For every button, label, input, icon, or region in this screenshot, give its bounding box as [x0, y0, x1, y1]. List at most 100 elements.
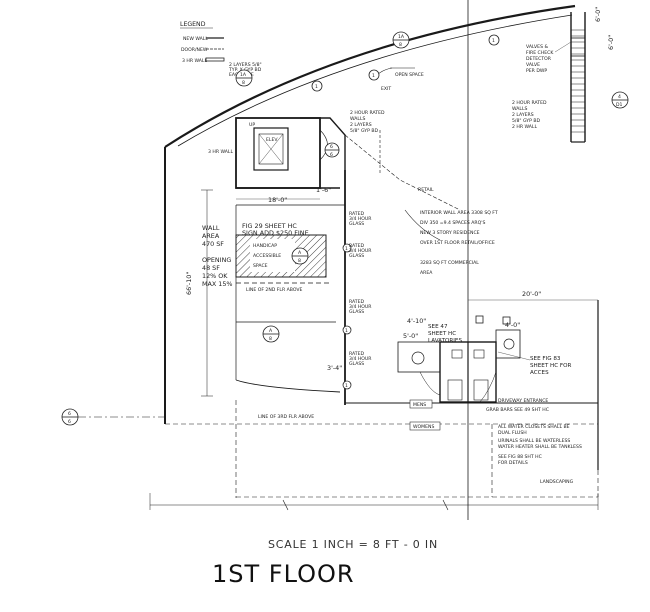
svg-text:LANDSCAPING: LANDSCAPING — [540, 479, 574, 485]
svg-text:1: 1 — [345, 328, 348, 334]
svg-text:DRIVEWAY ENTRANCE: DRIVEWAY ENTRANCE — [498, 398, 548, 404]
svg-text:VALVE: VALVE — [526, 62, 540, 68]
svg-text:D1: D1 — [616, 102, 623, 108]
svg-text:GRAB BARS SEE 49 SHT HC: GRAB BARS SEE 49 SHT HC — [486, 407, 549, 413]
svg-text:OPEN SPACE: OPEN SPACE — [395, 72, 424, 78]
annotations: VALVES & FIRE CHECK DETECTOR VALVE PER D… — [202, 41, 582, 485]
svg-text:4'-10": 4'-10" — [407, 317, 426, 325]
svg-text:SHEET HC: SHEET HC — [428, 331, 456, 337]
svg-text:PER DWP: PER DWP — [526, 68, 547, 74]
svg-text:1: 1 — [372, 73, 375, 79]
svg-text:6'-0": 6'-0" — [607, 35, 615, 50]
svg-text:GLASS: GLASS — [349, 309, 364, 315]
svg-text:OVER 1ST FLOOR RETAIL/OFFICE: OVER 1ST FLOOR RETAIL/OFFICE — [420, 240, 495, 246]
svg-text:3/4 HOUR: 3/4 HOUR — [349, 248, 372, 254]
svg-text:SEE 47: SEE 47 — [428, 324, 448, 330]
svg-text:4'-0": 4'-0" — [505, 321, 520, 329]
svg-text:A: A — [269, 328, 273, 334]
svg-text:8: 8 — [399, 42, 402, 48]
door-marker-2: 1 — [368, 69, 380, 81]
svg-text:3/4 HOUR: 3/4 HOUR — [349, 304, 372, 310]
svg-text:GLASS: GLASS — [349, 253, 364, 259]
svg-text:LAVATORIES: LAVATORIES — [428, 338, 462, 344]
svg-text:2 HOUR RATED: 2 HOUR RATED — [350, 110, 385, 116]
callout-markers: 1A 8 1A 8 4 D1 6 6 A 8 A 8 — [61, 31, 629, 426]
svg-text:ACCES: ACCES — [530, 370, 549, 376]
svg-text:UP: UP — [249, 122, 255, 128]
stair-core — [235, 29, 586, 189]
svg-text:RATED: RATED — [349, 351, 364, 357]
svg-text:WALL: WALL — [202, 224, 220, 232]
svg-text:5/8" GYP BD: 5/8" GYP BD — [512, 118, 540, 124]
svg-text:RATED: RATED — [349, 211, 364, 217]
svg-text:SIGN ADD $250 FINE: SIGN ADD $250 FINE — [242, 229, 309, 237]
door-marker-4: 1 — [342, 243, 352, 253]
svg-text:6: 6 — [68, 411, 71, 417]
layers-note-1: 2 LAYERS 5/8" — [229, 62, 262, 68]
hatch-label-3: SPACE — [253, 263, 268, 269]
section-marker-left: 6 6 — [61, 408, 79, 426]
svg-text:3'-4": 3'-4" — [327, 364, 342, 372]
svg-text:FOR DETAILS: FOR DETAILS — [498, 460, 528, 466]
svg-text:EXIT: EXIT — [381, 86, 391, 92]
svg-text:4: 4 — [618, 94, 621, 100]
svg-text:48 SF: 48 SF — [202, 264, 220, 272]
section-marker-parking: A 8 — [291, 247, 309, 265]
svg-text:8: 8 — [242, 80, 245, 86]
svg-text:1: 1 — [345, 383, 348, 389]
section-marker-top: 1A 8 — [392, 31, 410, 49]
svg-text:5'-0": 5'-0" — [403, 332, 418, 340]
svg-text:INTERIOR WALL AREA 3308 SQ FT: INTERIOR WALL AREA 3308 SQ FT — [420, 210, 498, 216]
svg-text:66'-10": 66'-10" — [185, 272, 193, 295]
svg-text:1A: 1A — [398, 34, 405, 40]
scale-label: SCALE 1 INCH = 8 FT - 0 IN — [268, 538, 438, 551]
legend-item-3hr-wall: 3 HR WALL — [182, 58, 207, 64]
door-marker-6: 1 — [342, 380, 352, 390]
svg-text:A: A — [298, 250, 302, 256]
svg-text:FIRE CHECK: FIRE CHECK — [526, 50, 554, 56]
svg-text:OPENING: OPENING — [202, 256, 231, 264]
svg-text:DETECTOR: DETECTOR — [526, 56, 552, 62]
svg-text:SHEET HC FOR: SHEET HC FOR — [530, 363, 572, 369]
svg-text:6'-0": 6'-0" — [594, 7, 602, 22]
svg-text:NEW 3 STORY RESIDENCE: NEW 3 STORY RESIDENCE — [420, 230, 480, 236]
svg-text:1: 1 — [492, 38, 495, 44]
svg-text:1'-6": 1'-6" — [316, 186, 331, 194]
svg-text:URINALS SHALL BE WATERLESS: URINALS SHALL BE WATERLESS — [498, 438, 570, 444]
svg-text:WALLS: WALLS — [512, 106, 528, 112]
svg-text:8: 8 — [298, 258, 301, 264]
svg-text:SEE FIG 88 SHT HC: SEE FIG 88 SHT HC — [498, 454, 542, 460]
restrooms — [397, 329, 521, 403]
door-marker-3: 1 — [488, 34, 500, 46]
svg-text:LINE OF 2ND FLR ABOVE: LINE OF 2ND FLR ABOVE — [246, 287, 303, 293]
floor-title: 1ST FLOOR — [212, 560, 355, 588]
svg-text:WALLS: WALLS — [350, 116, 366, 122]
svg-text:GLASS: GLASS — [349, 361, 364, 367]
svg-text:MAX 15%: MAX 15% — [202, 280, 233, 288]
svg-text:2 LAYERS: 2 LAYERS — [350, 122, 372, 128]
svg-text:DUAL FLUSH: DUAL FLUSH — [498, 430, 527, 436]
svg-text:3283 SQ FT COMMERCIAL: 3283 SQ FT COMMERCIAL — [420, 260, 479, 266]
svg-text:3/4 HOUR: 3/4 HOUR — [349, 356, 372, 362]
svg-text:ELEV: ELEV — [266, 137, 278, 143]
svg-text:2 HOUR RATED: 2 HOUR RATED — [512, 100, 547, 106]
legend-item-door: DOOR/NEW — [181, 47, 208, 53]
svg-text:20'-0": 20'-0" — [522, 290, 541, 298]
hatch-label-2: ACCESSIBLE — [253, 253, 281, 259]
accessible-parking: HANDICAP ACCESSIBLE SPACE — [235, 234, 327, 278]
svg-text:2 HR WALL: 2 HR WALL — [512, 124, 537, 130]
svg-text:1: 1 — [315, 84, 318, 90]
svg-text:LINE OF 3RD FLR ABOVE: LINE OF 3RD FLR ABOVE — [258, 414, 314, 420]
svg-text:3 HR WALL: 3 HR WALL — [208, 149, 233, 155]
svg-text:ALL WATER CLOSETS SHALL BE: ALL WATER CLOSETS SHALL BE — [498, 424, 570, 430]
svg-text:AREA: AREA — [420, 270, 433, 276]
section-marker-1a: 1A 8 — [235, 69, 253, 87]
svg-text:6: 6 — [330, 144, 333, 150]
svg-text:8: 8 — [269, 336, 272, 342]
section-marker-right: 4 D1 — [611, 91, 629, 109]
svg-text:SEE FIG 83: SEE FIG 83 — [530, 356, 561, 362]
section-marker-mid: A 8 — [262, 325, 280, 343]
svg-text:18'-0": 18'-0" — [268, 196, 287, 204]
svg-text:GLASS: GLASS — [349, 221, 364, 227]
svg-text:3/4 HOUR: 3/4 HOUR — [349, 216, 372, 222]
